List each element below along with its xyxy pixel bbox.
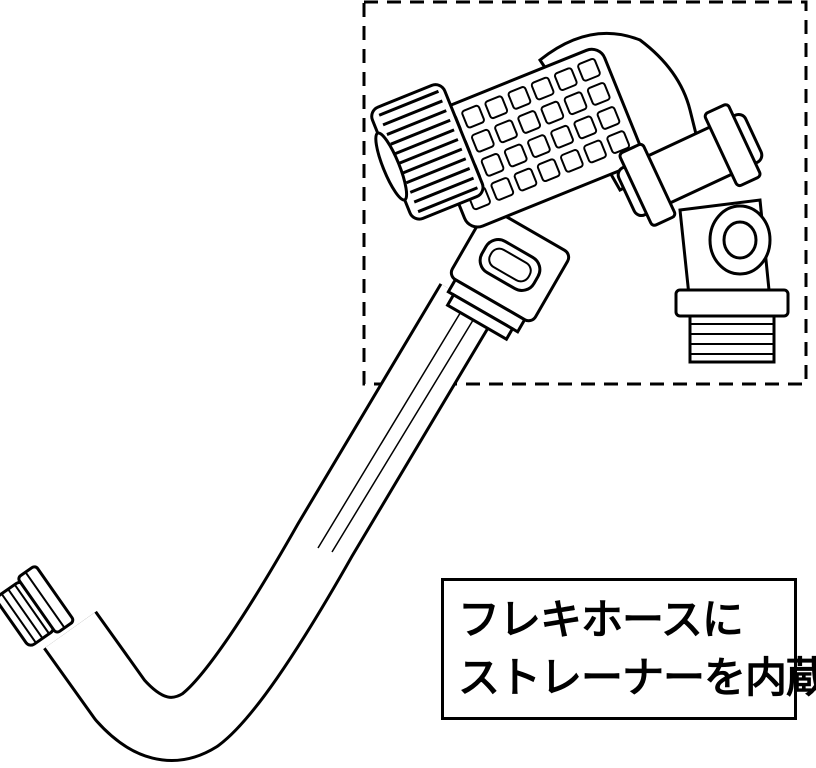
- mesh-cell: [560, 149, 584, 173]
- mesh-cell: [536, 158, 561, 183]
- mesh-cell: [517, 110, 542, 134]
- mesh-cell: [573, 115, 598, 140]
- cap-rib: [378, 89, 440, 117]
- mesh-cell: [527, 134, 551, 158]
- mesh-cell: [554, 67, 578, 91]
- cap-rib: [409, 167, 471, 194]
- mesh-cell: [596, 106, 621, 130]
- hose-end-fitting: [0, 565, 75, 647]
- mesh-cell: [530, 76, 555, 101]
- detail-highlight-frame: [362, 0, 808, 386]
- mesh-cell: [480, 153, 505, 177]
- mesh-cell: [507, 86, 532, 110]
- mesh-cell: [513, 167, 538, 192]
- mesh-cell: [577, 57, 601, 82]
- mesh-cell: [563, 91, 588, 116]
- cap-rib: [413, 176, 475, 204]
- mesh-cell: [471, 128, 495, 153]
- flexible-hose: [43, 283, 497, 762]
- mesh-cell: [461, 104, 485, 129]
- caption-line-1: フレキホースに: [458, 595, 744, 644]
- mesh-cell: [484, 95, 509, 120]
- cap-rib: [390, 118, 451, 146]
- cap-rib: [398, 138, 459, 165]
- mesh-cell: [550, 124, 574, 149]
- cap-rib: [394, 128, 455, 156]
- caption-line-2: ストレーナーを内蔵: [458, 653, 816, 702]
- caption-box: フレキホースに ストレーナーを内蔵: [441, 578, 816, 720]
- mesh-cell: [503, 143, 528, 168]
- mesh-cell: [490, 177, 515, 201]
- cap-rib: [386, 109, 447, 136]
- hose-collar: [445, 207, 571, 342]
- mesh-cell: [494, 119, 518, 144]
- cap-rib: [382, 99, 443, 127]
- mesh-cell: [606, 130, 631, 154]
- cap-rib: [405, 157, 467, 185]
- valve-clamp: [616, 103, 764, 227]
- ribbed-cap: [370, 83, 485, 221]
- mesh-cell: [583, 139, 607, 164]
- cap-rib: [417, 186, 479, 214]
- cap-rib: [401, 147, 463, 175]
- mesh-cell: [586, 82, 611, 106]
- mesh-cell: [540, 100, 565, 125]
- tee-outlet: [674, 198, 790, 364]
